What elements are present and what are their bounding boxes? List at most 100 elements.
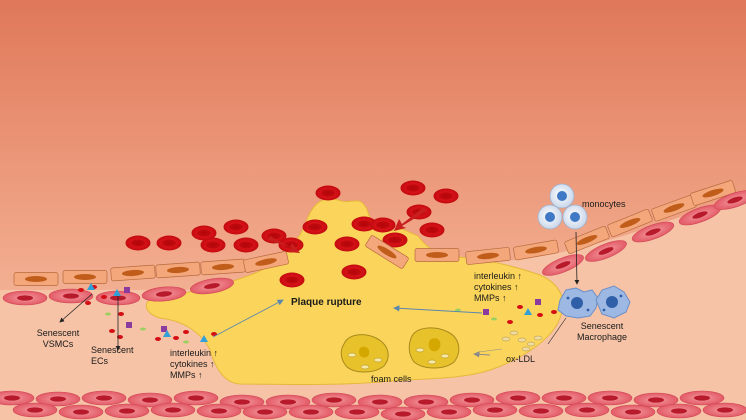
endothelial-cell xyxy=(243,251,289,273)
red-blood-cell xyxy=(334,236,360,252)
smooth-muscle-cell xyxy=(334,404,380,420)
smooth-muscle-cell xyxy=(127,392,173,408)
endothelial-cell xyxy=(414,248,460,262)
smooth-muscle-cell xyxy=(141,286,187,302)
label-senescent-ecs: Senescent ECs xyxy=(91,345,134,367)
smooth-muscle-cell xyxy=(242,404,288,420)
smooth-muscle-cell xyxy=(631,221,675,243)
endothelial-cell xyxy=(690,180,736,206)
smooth-muscle-cell xyxy=(587,390,633,406)
endothelial-cells xyxy=(13,180,736,286)
red-blood-cell xyxy=(279,272,305,288)
ox-ldl-connector xyxy=(478,348,503,353)
red-blood-cell xyxy=(370,217,396,233)
endothelial-cell xyxy=(13,272,59,286)
arrow-right-factors-to-rupture xyxy=(393,305,483,314)
secreted-factors xyxy=(78,283,557,344)
red-blood-cell xyxy=(233,237,259,253)
label-plaque-rupture: Plaque rupture xyxy=(291,297,362,308)
factor-left-1: cytokines ↑ xyxy=(170,359,215,369)
smooth-muscle-cell xyxy=(449,392,495,408)
monocyte-arrow xyxy=(574,231,580,285)
smooth-muscle-cell xyxy=(542,254,584,276)
endothelial-cell xyxy=(465,247,511,265)
smooth-muscle-cells xyxy=(0,190,746,420)
endothelial-cell xyxy=(62,270,108,284)
smooth-muscle-cell xyxy=(472,402,518,418)
smooth-muscle-cell xyxy=(403,394,449,410)
smooth-muscle-cell xyxy=(48,288,94,304)
factor-right-1: cytokines ↑ xyxy=(474,282,519,292)
red-blood-cell xyxy=(125,235,151,251)
smooth-muscle-cell xyxy=(656,403,702,419)
endothelial-cell xyxy=(513,239,559,261)
arrow-to-senescent-vsmcs xyxy=(59,293,93,323)
smooth-muscle-cell xyxy=(610,404,656,420)
smooth-muscle-cell xyxy=(311,392,357,408)
smooth-muscle-cell xyxy=(585,240,627,262)
red-blood-cell xyxy=(419,222,445,238)
smooth-muscle-cell xyxy=(633,392,679,408)
smooth-muscle-cell xyxy=(12,402,58,418)
label-senescent-macrophage: Senescent Macrophage xyxy=(567,321,637,343)
factor-list-left: interleukin ↑ cytokines ↑ MMPs ↑ xyxy=(170,348,218,381)
red-blood-cell xyxy=(191,225,217,241)
red-blood-cell xyxy=(341,264,367,280)
smooth-muscle-cell xyxy=(150,402,196,418)
red-blood-cell xyxy=(223,219,249,235)
smooth-muscle-cell xyxy=(678,204,722,226)
factor-right-0: interleukin ↑ xyxy=(474,271,523,281)
label-senescent-ecs-line1: Senescent xyxy=(91,345,134,355)
smooth-muscle-cell xyxy=(426,404,472,420)
smooth-muscle-cell xyxy=(380,406,426,420)
smooth-muscle-cell xyxy=(495,390,541,406)
red-blood-cell xyxy=(433,188,459,204)
red-blood-cell xyxy=(400,180,426,196)
foam-cells xyxy=(340,327,460,373)
factor-left-2: MMPs ↑ xyxy=(170,370,203,380)
smooth-muscle-cell xyxy=(196,403,242,419)
smooth-muscle-cell xyxy=(81,390,127,406)
monocytes xyxy=(537,183,588,230)
red-blood-cell xyxy=(382,232,408,248)
endothelial-cell xyxy=(200,258,246,276)
smooth-muscle-cell xyxy=(564,402,610,418)
factor-left-0: interleukin ↑ xyxy=(170,348,219,358)
red-blood-cell xyxy=(302,219,328,235)
red-blood-cell xyxy=(200,237,226,253)
rupture-arrow-left xyxy=(268,236,300,253)
red-blood-cell xyxy=(315,185,341,201)
smooth-muscle-cell xyxy=(518,403,564,419)
endothelial-cell xyxy=(155,261,201,279)
label-senescent-ecs-line2: ECs xyxy=(91,356,109,366)
arrow-ox-ldl-to-foam xyxy=(473,351,491,358)
label-senescent-macrophage-line2: Macrophage xyxy=(576,332,628,342)
label-senescent-vsmcs: Senescent VSMCs xyxy=(32,328,84,350)
smooth-muscle-cell xyxy=(190,277,234,295)
label-ox-ldl: ox-LDL xyxy=(506,354,536,364)
endothelial-cell xyxy=(607,208,653,238)
smooth-muscle-cell xyxy=(0,390,35,406)
endothelial-cell xyxy=(365,235,409,269)
factor-right-2: MMPs ↑ xyxy=(474,293,507,303)
label-monocytes: monocytes xyxy=(582,199,626,209)
red-blood-cell xyxy=(156,235,182,251)
factor-list-right: interleukin ↑ cytokines ↑ MMPs ↑ xyxy=(474,271,522,304)
label-senescent-vsmcs-line1: Senescent xyxy=(36,328,80,338)
smooth-muscle-cell xyxy=(679,390,725,406)
senescent-macrophages xyxy=(557,285,631,319)
smooth-muscle-cell xyxy=(288,404,334,420)
label-senescent-macrophage-line1: Senescent xyxy=(580,321,624,331)
endothelial-cell xyxy=(110,264,156,282)
rupture-arrow-right xyxy=(394,207,427,231)
smooth-muscle-cell xyxy=(702,402,746,418)
smooth-muscle-cell xyxy=(541,390,587,406)
smooth-muscle-cell xyxy=(357,394,403,410)
macrophage-pointer xyxy=(547,317,567,345)
arrow-left-factors-to-rupture xyxy=(212,299,284,338)
label-senescent-vsmcs-line2: VSMCs xyxy=(42,339,74,349)
smooth-muscle-cell xyxy=(2,290,48,306)
smooth-muscle-cell xyxy=(173,390,219,406)
